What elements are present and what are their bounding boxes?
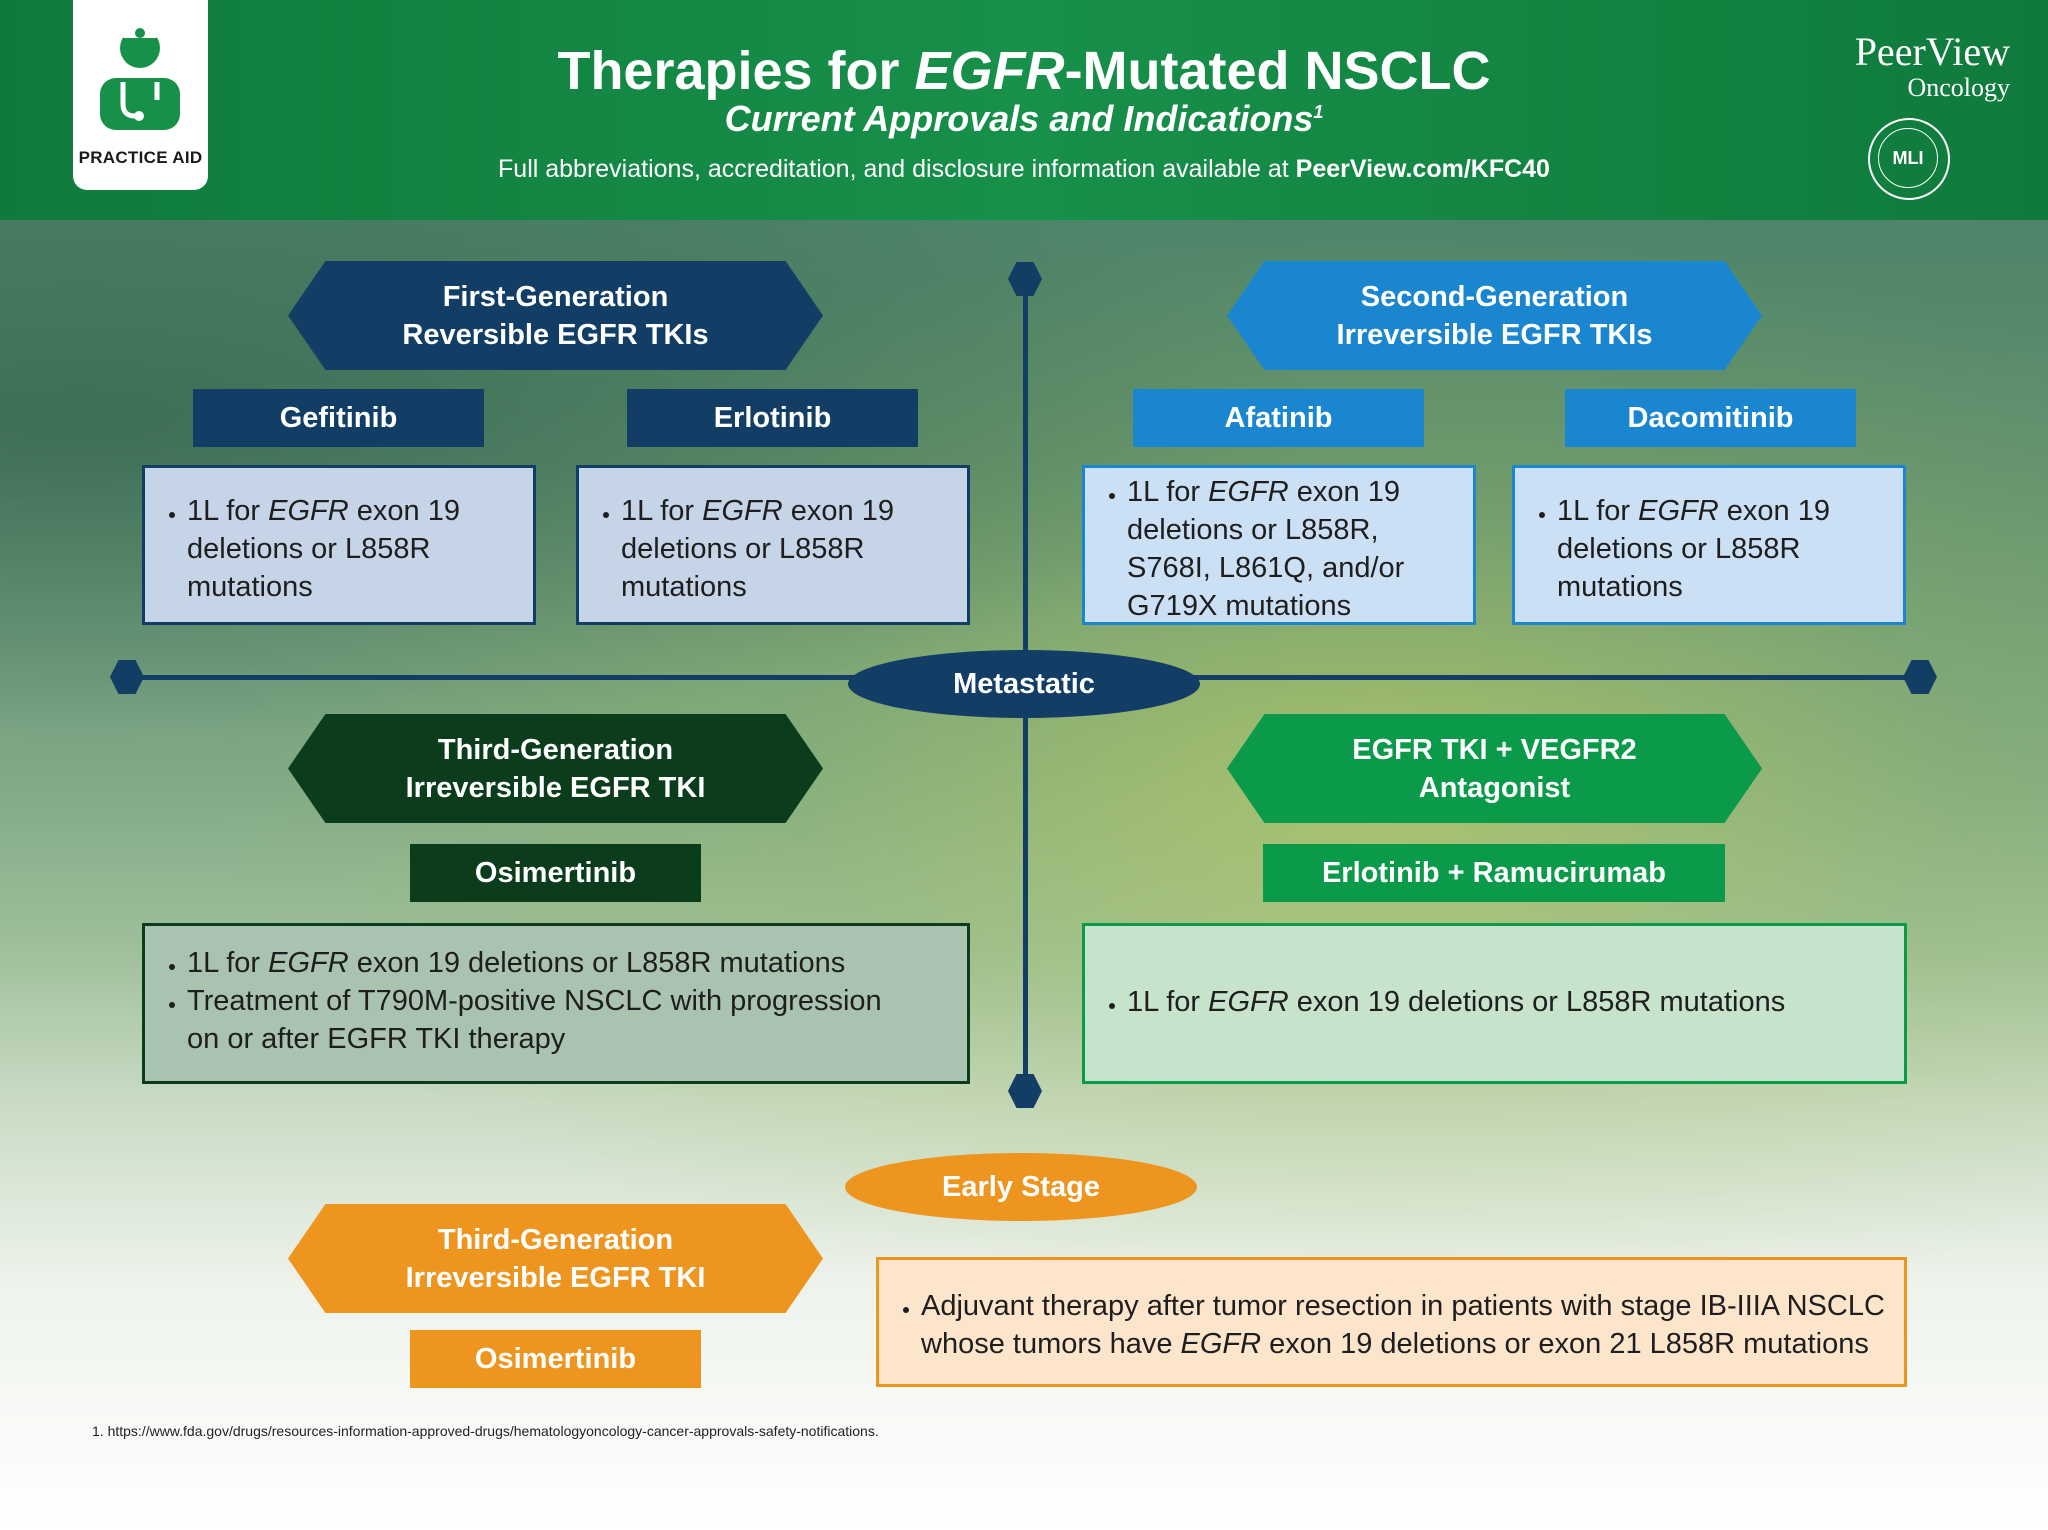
list-item: 1L for EGFR exon 19 deletions or L858R m… <box>187 492 513 606</box>
axis-node-left <box>110 660 144 694</box>
list-item: Treatment of T790M-positive NSCLC with p… <box>187 982 907 1058</box>
dacomitinib-label: Dacomitinib <box>1565 389 1856 447</box>
list-item: Adjuvant therapy after tumor resection i… <box>921 1287 1894 1363</box>
header-banner: PRACTICE AID Therapies for EGFR-Mutated … <box>0 0 2048 220</box>
metastatic-label: Metastatic <box>848 650 1200 718</box>
afatinib-label: Afatinib <box>1133 389 1424 447</box>
list-item: 1L for EGFR exon 19 deletions or L858R m… <box>621 492 947 606</box>
erlotinib-label: Erlotinib <box>627 389 918 447</box>
gefitinib-label: Gefitinib <box>193 389 484 447</box>
access-info: Full abbreviations, accreditation, and d… <box>498 155 1550 183</box>
mli-seal: MLI <box>1868 118 1950 200</box>
afatinib-indication-box: 1L for EGFR exon 19 deletions or L858R, … <box>1082 465 1476 625</box>
osimertinib-indication-box: 1L for EGFR exon 19 deletions or L858R m… <box>142 923 970 1084</box>
seal-text: MLI <box>1878 128 1938 188</box>
list-item: 1L for EGFR exon 19 deletions or L858R m… <box>1127 983 1884 1021</box>
list-item: 1L for EGFR exon 19 deletions or L858R m… <box>187 944 907 982</box>
combo-indication-box: 1L for EGFR exon 19 deletions or L858R m… <box>1082 923 1907 1084</box>
brand-name: PeerView <box>1854 29 2010 74</box>
gefitinib-indication-box: 1L for EGFR exon 19 deletions or L858R m… <box>142 465 536 625</box>
erlotinib-ramucirumab-label: Erlotinib + Ramucirumab <box>1263 844 1725 902</box>
practice-aid-badge[interactable]: PRACTICE AID <box>73 0 208 190</box>
list-item: 1L for EGFR exon 19 deletions or L858R m… <box>1557 492 1883 606</box>
early-indication-box: Adjuvant therapy after tumor resection i… <box>876 1257 1907 1387</box>
early-osimertinib-label: Osimertinib <box>410 1330 701 1388</box>
badge-label: PRACTICE AID <box>78 148 203 167</box>
page-title: Therapies for EGFR-Mutated NSCLC <box>557 41 1491 101</box>
footnote: 1. https://www.fda.gov/drugs/resources-i… <box>92 1423 879 1439</box>
page-subtitle: Current Approvals and Indications1 <box>724 98 1324 139</box>
doctor-icon <box>100 28 180 130</box>
access-link[interactable]: PeerView.com/KFC40 <box>1295 155 1550 183</box>
erlotinib-indication-box: 1L for EGFR exon 19 deletions or L858R m… <box>576 465 970 625</box>
dacomitinib-indication-box: 1L for EGFR exon 19 deletions or L858R m… <box>1512 465 1906 625</box>
brand-sub: Oncology <box>1907 73 2010 102</box>
peerview-logo[interactable]: PeerView Oncology <box>1810 30 2010 102</box>
osimertinib-label: Osimertinib <box>410 844 701 902</box>
early-stage-label: Early Stage <box>845 1153 1197 1221</box>
list-item: 1L for EGFR exon 19 deletions or L858R, … <box>1127 473 1461 625</box>
